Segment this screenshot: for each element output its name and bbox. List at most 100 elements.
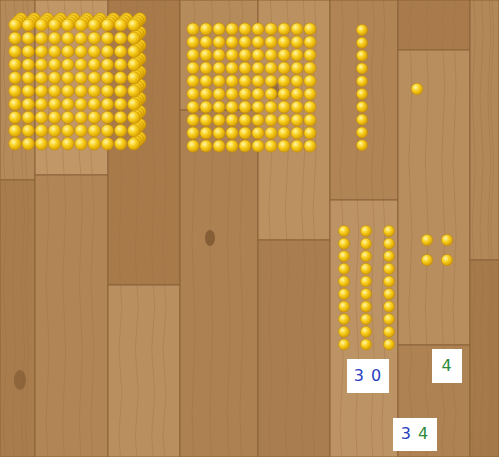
golden-bead [62,98,74,110]
wood-grain [152,285,155,457]
plank [108,0,180,285]
golden-bead [187,101,199,113]
golden-bead [252,114,264,126]
wood-grain [340,0,343,200]
golden-bead [48,58,60,70]
golden-bead [252,62,264,74]
wood-grain [46,175,49,457]
golden-bead [62,85,74,97]
golden-bead [421,254,432,265]
wood-grain [442,0,445,50]
wood-grain [4,0,7,180]
golden-bead [384,238,395,249]
golden-bead [9,45,21,57]
golden-bead [187,127,199,139]
golden-bead [278,101,290,113]
golden-bead [265,75,277,87]
golden-bead [226,36,238,48]
golden-bead [128,58,140,70]
golden-bead [213,23,225,35]
golden-bead [75,138,87,150]
golden-bead [265,23,277,35]
golden-bead [101,138,113,150]
golden-bead [239,127,251,139]
golden-bead [48,45,60,57]
golden-bead [114,32,126,44]
golden-bead [239,62,251,74]
golden-bead [213,75,225,87]
golden-bead [114,138,126,150]
golden-bead [88,72,100,84]
wood-grain [472,0,475,260]
golden-bead [75,111,87,123]
golden-bead [361,326,372,337]
golden-bead [384,339,395,350]
golden-bead [48,32,60,44]
golden-bead [265,127,277,139]
golden-bead [213,114,225,126]
plank [470,260,499,457]
number-label: 4 [441,356,452,375]
wood-grain [119,285,122,457]
golden-bead [9,85,21,97]
golden-bead [226,114,238,126]
golden-bead [226,62,238,74]
golden-bead [35,72,47,84]
golden-bead [9,32,21,44]
golden-bead [339,251,350,262]
golden-bead [441,254,452,265]
plank [258,240,330,457]
golden-bead [361,301,372,312]
golden-bead [75,124,87,136]
golden-bead [357,101,368,112]
wood-grain [480,260,483,457]
golden-bead [239,114,251,126]
golden-bead [88,45,100,57]
golden-bead [88,138,100,150]
golden-bead [9,58,21,70]
plank [398,0,470,50]
golden-bead [304,140,316,152]
golden-bead [128,98,140,110]
golden-bead [200,88,212,100]
plank [398,50,470,345]
wood-grain [152,0,155,285]
wood-grain [491,260,494,457]
wood-grain [442,50,445,345]
wood-grain [382,0,385,200]
golden-bead [357,89,368,100]
golden-bead [278,88,290,100]
golden-bead [75,45,87,57]
golden-bead [128,111,140,123]
golden-bead [101,124,113,136]
golden-bead [114,58,126,70]
wood-grain [22,180,25,457]
wood-grain [13,180,16,457]
golden-bead [22,98,34,110]
golden-bead [187,88,199,100]
plank [35,0,108,175]
golden-bead [361,339,372,350]
golden-bead [128,138,140,150]
number-card: 3 4 [393,418,437,451]
golden-bead [48,111,60,123]
golden-bead [291,101,303,113]
wood-grain [26,180,29,457]
plank [0,0,35,180]
golden-bead [265,114,277,126]
golden-bead [304,75,316,87]
golden-bead [75,32,87,44]
golden-bead [384,226,395,237]
golden-bead [62,19,74,31]
golden-bead [128,45,140,57]
number-label: 3 4 [401,424,429,443]
wood-grain [163,285,166,457]
golden-bead [101,98,113,110]
golden-bead [384,263,395,274]
golden-bead [9,138,21,150]
golden-bead [361,276,372,287]
golden-bead [361,289,372,300]
golden-bead [291,75,303,87]
golden-bead [291,127,303,139]
